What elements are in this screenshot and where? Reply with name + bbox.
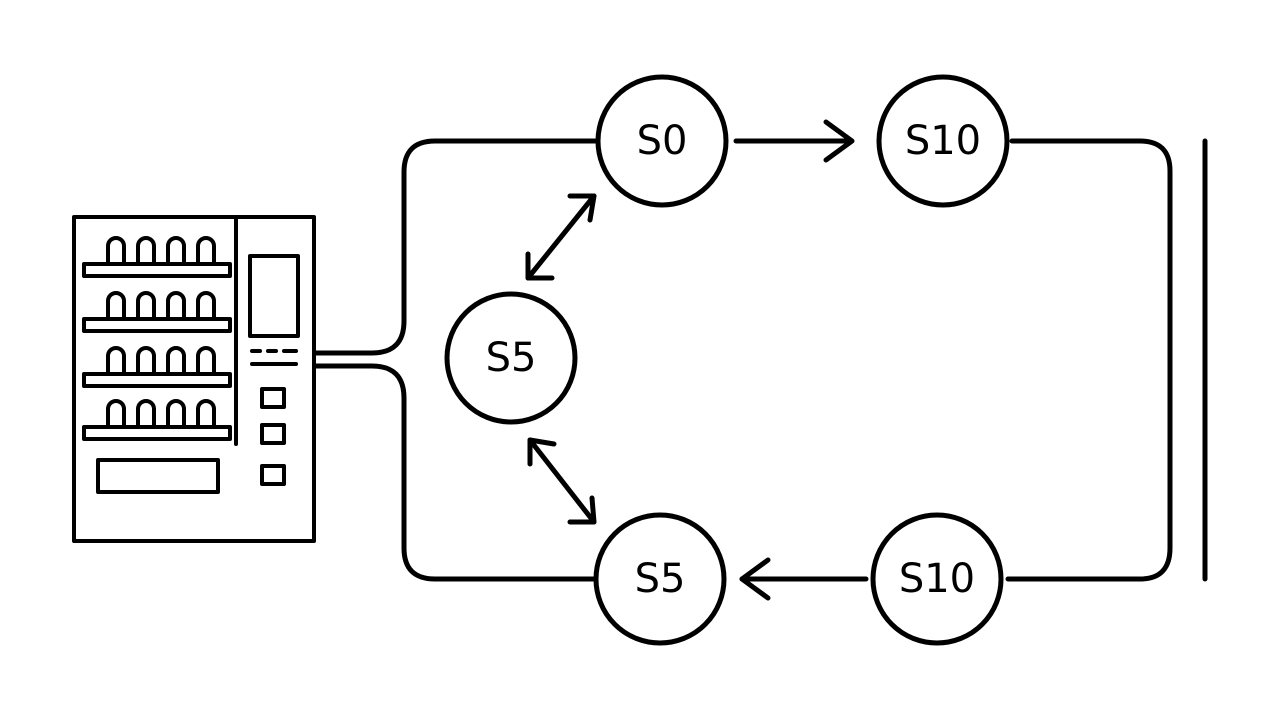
node-label: S10 [905, 118, 981, 164]
machine-button [260, 387, 286, 409]
machine-button [260, 423, 286, 445]
machine-button [260, 464, 286, 486]
node-s5-bottom: S5 [593, 512, 727, 646]
node-label: S10 [899, 556, 975, 602]
edge-s0-s5-bidirectional [525, 193, 597, 281]
node-s0: S0 [595, 74, 729, 208]
machine-dispenser-slot [96, 458, 220, 494]
loop-path [1005, 138, 1173, 582]
node-s10-top: S10 [876, 74, 1010, 208]
node-s10-bottom: S10 [870, 512, 1004, 646]
edge-s0-to-s10 [733, 119, 855, 163]
edge-s5-s5-bidirectional [527, 437, 597, 525]
node-label: S0 [637, 118, 688, 164]
machine-connector [313, 138, 603, 582]
node-s5-middle: S5 [444, 291, 578, 425]
machine-keypad [250, 349, 298, 366]
node-label: S5 [486, 335, 537, 381]
machine-shelves [82, 262, 232, 441]
vending-machine-icon [72, 215, 316, 543]
edge-s10-to-s5 [739, 557, 869, 601]
machine-products [106, 236, 216, 429]
machine-screen [248, 254, 300, 338]
node-label: S5 [635, 556, 686, 602]
